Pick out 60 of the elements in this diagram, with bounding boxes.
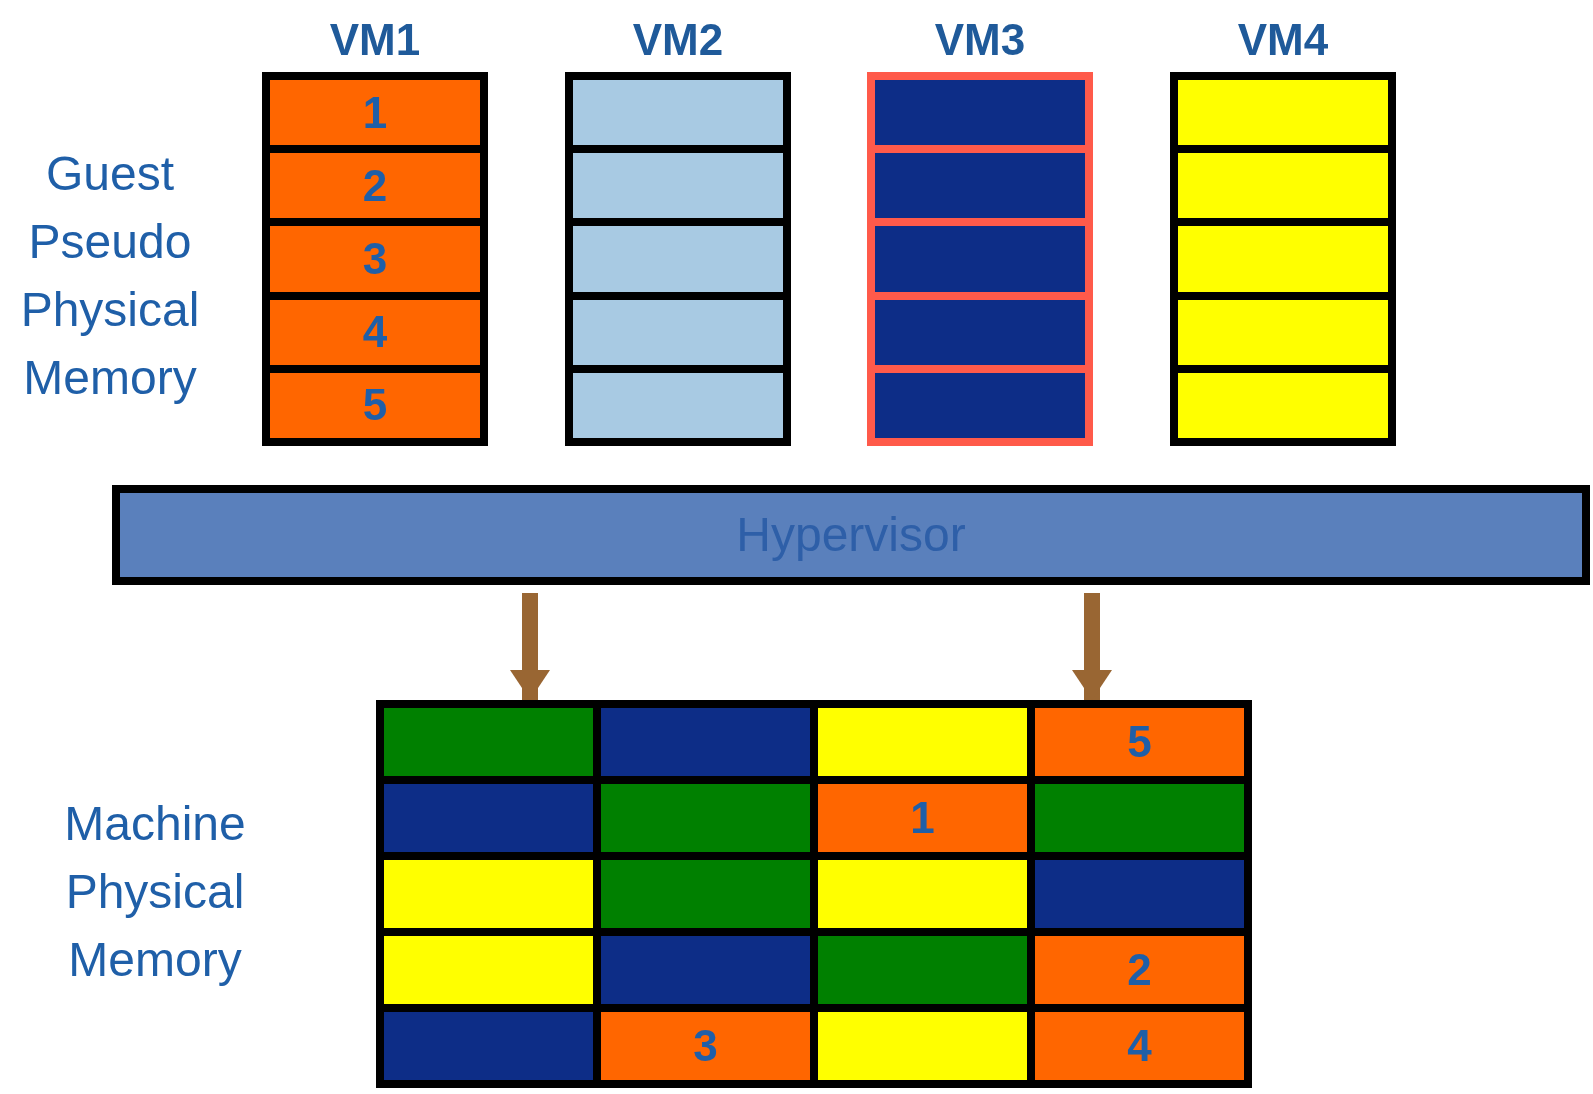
vm-heading: VM1 [329, 14, 421, 66]
cell-number: 3 [362, 237, 388, 281]
machine-memory-grid [376, 700, 1252, 1088]
vm-heading: VM2 [632, 14, 724, 66]
memory-page [818, 860, 1027, 928]
memory-page [1178, 153, 1388, 219]
memory-page [384, 936, 593, 1004]
memory-page [601, 860, 810, 928]
memory-page [818, 1012, 1027, 1080]
memory-page [875, 372, 1085, 438]
memory-page [270, 372, 480, 438]
cell-number: 1 [910, 796, 935, 840]
cell-number: 4 [362, 310, 388, 355]
hypervisor-bar [112, 485, 1590, 585]
memory-page [875, 226, 1085, 292]
cell-number: 5 [1127, 720, 1152, 764]
cell-number: 1 [362, 90, 388, 135]
memory-page [875, 299, 1085, 365]
memory-page [573, 80, 783, 146]
memory-page [1178, 299, 1388, 365]
memory-page [270, 153, 480, 219]
memory-page [601, 936, 810, 1004]
memory-page [601, 708, 810, 776]
memory-page [270, 299, 480, 365]
arrow [1072, 593, 1112, 700]
memory-page [601, 784, 810, 852]
cell-number: 4 [1127, 1024, 1152, 1068]
arrow [510, 593, 550, 700]
cell-number: 3 [693, 1024, 718, 1068]
memory-page [818, 936, 1027, 1004]
memory-page [1035, 1012, 1244, 1080]
memory-page [573, 299, 783, 365]
memory-page [1035, 784, 1244, 852]
memory-page [818, 784, 1027, 852]
memory-page [875, 80, 1085, 146]
memory-page [384, 708, 593, 776]
cell-number: 5 [362, 383, 388, 428]
memory-page [573, 372, 783, 438]
vm-heading: VM4 [1237, 14, 1329, 66]
memory-page [875, 153, 1085, 219]
memory-page [573, 226, 783, 292]
memory-page [384, 1012, 593, 1080]
memory-page [1178, 80, 1388, 146]
memory-page [1178, 226, 1388, 292]
memory-page [384, 784, 593, 852]
memory-page [1035, 936, 1244, 1004]
memory-page [601, 1012, 810, 1080]
vm-heading: VM3 [934, 14, 1026, 66]
memory-page [1035, 860, 1244, 928]
cell-number: 2 [1127, 948, 1152, 992]
memory-page [1178, 372, 1388, 438]
memory-label: Machine Physical Memory [63, 796, 247, 988]
memory-page [573, 153, 783, 219]
memory-page [1035, 708, 1244, 776]
memory-page [818, 708, 1027, 776]
memory-page [270, 80, 480, 146]
cell-number: 2 [362, 163, 388, 208]
memory-page [270, 226, 480, 292]
memory-label: Guest Pseudo Physical Memory [19, 146, 201, 406]
memory-page [384, 860, 593, 928]
